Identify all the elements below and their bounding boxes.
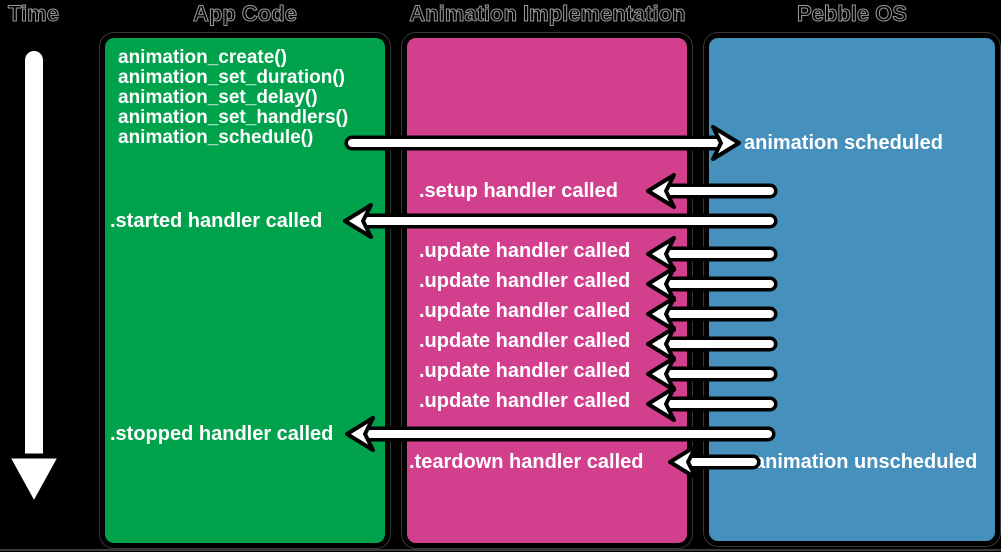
function-call: animation_create() bbox=[118, 47, 287, 68]
update-handler-label: .update handler called bbox=[419, 360, 631, 382]
app-code-box: animation_create() animation_set_duratio… bbox=[100, 33, 390, 548]
update-handler-label: .update handler called bbox=[419, 330, 631, 352]
stopped-handler-label: .stopped handler called bbox=[110, 423, 334, 445]
function-call: animation_schedule() bbox=[118, 127, 314, 148]
animation-implementation-box: .setup handler called .update handler ca… bbox=[402, 33, 692, 548]
update-handler-label: .update handler called bbox=[419, 390, 631, 412]
update-handler-label: .update handler called bbox=[419, 240, 631, 262]
animation-api-call-list: animation_create() animation_set_duratio… bbox=[118, 48, 348, 148]
update-handler-list: .update handler called .update handler c… bbox=[419, 236, 630, 416]
bottom-edge-divider bbox=[0, 549, 1001, 551]
function-call: animation_set_handlers() bbox=[118, 107, 349, 128]
started-handler-label: .started handler called bbox=[110, 210, 323, 232]
animation-unscheduled-label: animation unscheduled bbox=[754, 451, 978, 473]
time-axis-label: Time bbox=[8, 1, 60, 27]
teardown-handler-label: .teardown handler called bbox=[409, 451, 644, 473]
animation-scheduled-label: animation scheduled bbox=[744, 132, 943, 154]
function-call: animation_set_delay() bbox=[118, 87, 318, 108]
update-handler-label: .update handler called bbox=[419, 300, 631, 322]
pebble-os-column-header: Pebble OS bbox=[796, 1, 908, 27]
app-code-column-header: App Code bbox=[193, 1, 298, 27]
pebble-os-box: animation scheduled animation unschedule… bbox=[704, 33, 1000, 546]
animation-implementation-column-header: Animation Implementation bbox=[409, 1, 686, 27]
function-call: animation_set_duration() bbox=[118, 67, 345, 88]
time-down-arrow-icon bbox=[4, 46, 64, 508]
setup-handler-label: .setup handler called bbox=[419, 180, 618, 202]
update-handler-label: .update handler called bbox=[419, 270, 631, 292]
